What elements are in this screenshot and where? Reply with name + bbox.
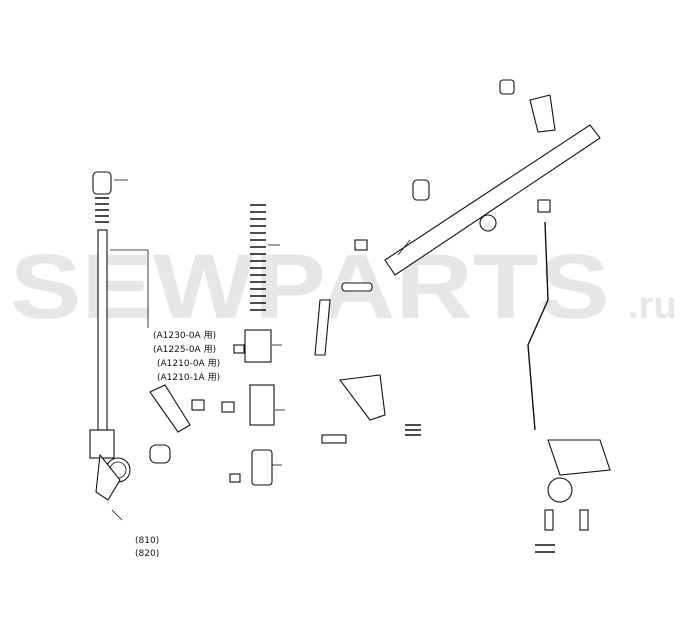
- center-parts: [149, 204, 285, 486]
- lifting-lever-assembly: [314, 79, 611, 553]
- lifting-lever: [384, 124, 601, 276]
- model-notes: (A1230-0A 用) (A1225-0A 用) (A1210-0A 用) (…: [153, 330, 220, 383]
- stud: [412, 179, 430, 201]
- screw: [229, 473, 241, 483]
- note: (A1210-1A 用): [157, 372, 220, 383]
- screw: [544, 509, 554, 531]
- code: (820): [135, 549, 159, 559]
- lever-arm: [149, 384, 191, 433]
- nut: [537, 199, 551, 213]
- bushing: [92, 171, 112, 195]
- presser-foot: [95, 453, 121, 501]
- fork-lever: [338, 374, 386, 421]
- leader-line: [397, 239, 411, 256]
- screw: [579, 509, 589, 531]
- guide-block: [244, 329, 272, 363]
- pin: [341, 282, 373, 292]
- pin: [149, 444, 171, 464]
- spring: [95, 197, 109, 223]
- watermark-text: SEWPARTS: [10, 236, 610, 338]
- note: (A1230-0A 用): [153, 330, 216, 341]
- watermark: SEWPARTS .ru: [10, 236, 677, 338]
- link-plate: [314, 299, 331, 356]
- note: (A1210-0A 用): [157, 358, 220, 369]
- torsion-spring: [535, 544, 555, 553]
- screw: [233, 344, 245, 354]
- coil-spring: [250, 204, 266, 311]
- watermark-suffix: .ru: [628, 285, 677, 327]
- leader-line: [111, 509, 123, 521]
- connecting-rod: [527, 221, 549, 431]
- screw: [221, 401, 235, 413]
- cylinder: [251, 449, 273, 486]
- screw: [499, 79, 515, 95]
- screw: [354, 239, 368, 251]
- note: (A1225-0A 用): [153, 344, 216, 355]
- code: (810): [135, 536, 159, 546]
- screw: [321, 434, 347, 444]
- spring: [405, 424, 421, 436]
- presser-bar: [97, 229, 108, 431]
- bar-clamp: [89, 429, 115, 459]
- roller: [547, 477, 573, 503]
- part-codes: (810) (820): [135, 536, 159, 559]
- presser-bar-assembly: [89, 171, 149, 521]
- bracket: [547, 439, 611, 476]
- screw: [191, 399, 205, 411]
- link: [529, 94, 556, 133]
- pivot-hole: [479, 214, 497, 232]
- bracket: [249, 384, 275, 426]
